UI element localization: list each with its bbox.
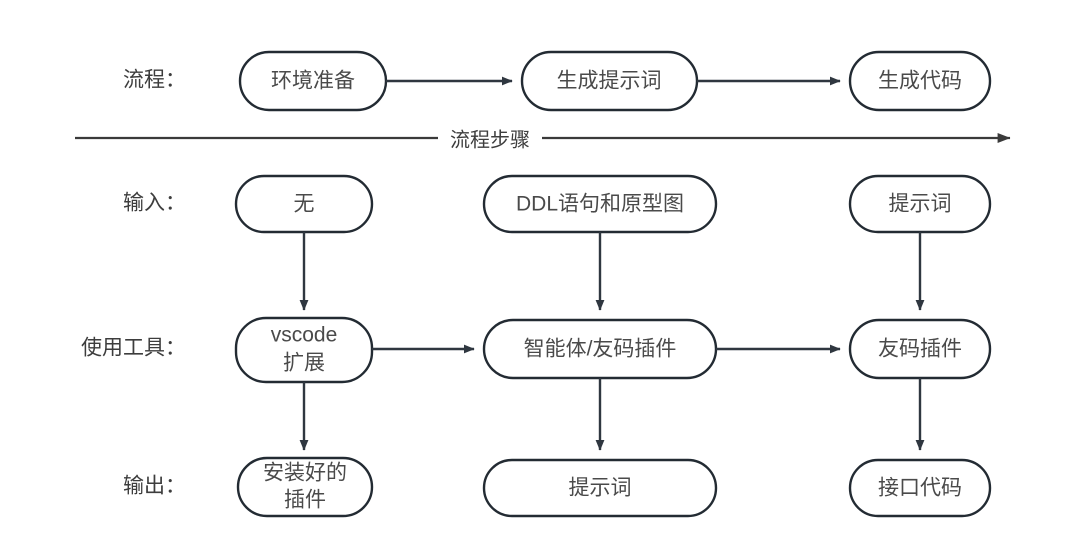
row-label-input: 输入：: [123, 192, 186, 215]
axis-label-backdrop: [438, 126, 542, 152]
row-label-process: 流程：: [123, 69, 186, 92]
node-output-3[interactable]: 接口代码: [848, 458, 992, 518]
node-process-1[interactable]: 环境准备: [238, 50, 388, 112]
node-output-2[interactable]: 提示词: [482, 458, 718, 518]
node-tool-3[interactable]: 友码插件: [848, 318, 992, 380]
node-input-3-label: 提示词: [889, 193, 952, 216]
node-process-2[interactable]: 生成提示词: [520, 50, 699, 112]
node-process-3[interactable]: 生成代码: [848, 50, 992, 112]
node-input-2-label: DDL语句和原型图: [516, 193, 684, 216]
node-tool-2-label: 智能体/友码插件: [524, 338, 677, 361]
node-output-3-shape: [848, 458, 992, 518]
node-tool-1-label-line2: 扩展: [283, 352, 325, 375]
axis-label: 流程步骤: [450, 128, 530, 151]
node-tool-2[interactable]: 智能体/友码插件: [482, 318, 718, 380]
row-label-output: 输出：: [123, 475, 186, 498]
node-process-3-label: 生成代码: [878, 70, 962, 93]
node-input-1[interactable]: 无: [234, 174, 374, 234]
node-input-2[interactable]: DDL语句和原型图: [482, 174, 718, 234]
node-output-1-shape: [236, 456, 374, 518]
node-output-1[interactable]: 安装好的 插件: [236, 456, 374, 518]
node-input-1-label: 无: [294, 193, 315, 216]
node-process-2-label: 生成提示词: [557, 70, 662, 93]
node-output-3-label: 接口代码: [878, 477, 962, 500]
node-tool-3-label: 友码插件: [878, 338, 962, 361]
row-label-tools: 使用工具：: [81, 337, 186, 360]
node-input-3[interactable]: 提示词: [848, 174, 992, 234]
node-tool-1[interactable]: vscode 扩展: [234, 316, 374, 384]
node-output-2-shape: [482, 458, 718, 518]
node-output-2-label: 提示词: [569, 477, 632, 500]
node-process-3-shape: [848, 50, 992, 112]
node-tool-1-label-line1: vscode: [271, 324, 338, 347]
node-output-1-label-line1: 安装好的: [263, 462, 347, 485]
node-process-1-label: 环境准备: [271, 70, 355, 93]
node-output-1-label-line2: 插件: [284, 489, 326, 512]
